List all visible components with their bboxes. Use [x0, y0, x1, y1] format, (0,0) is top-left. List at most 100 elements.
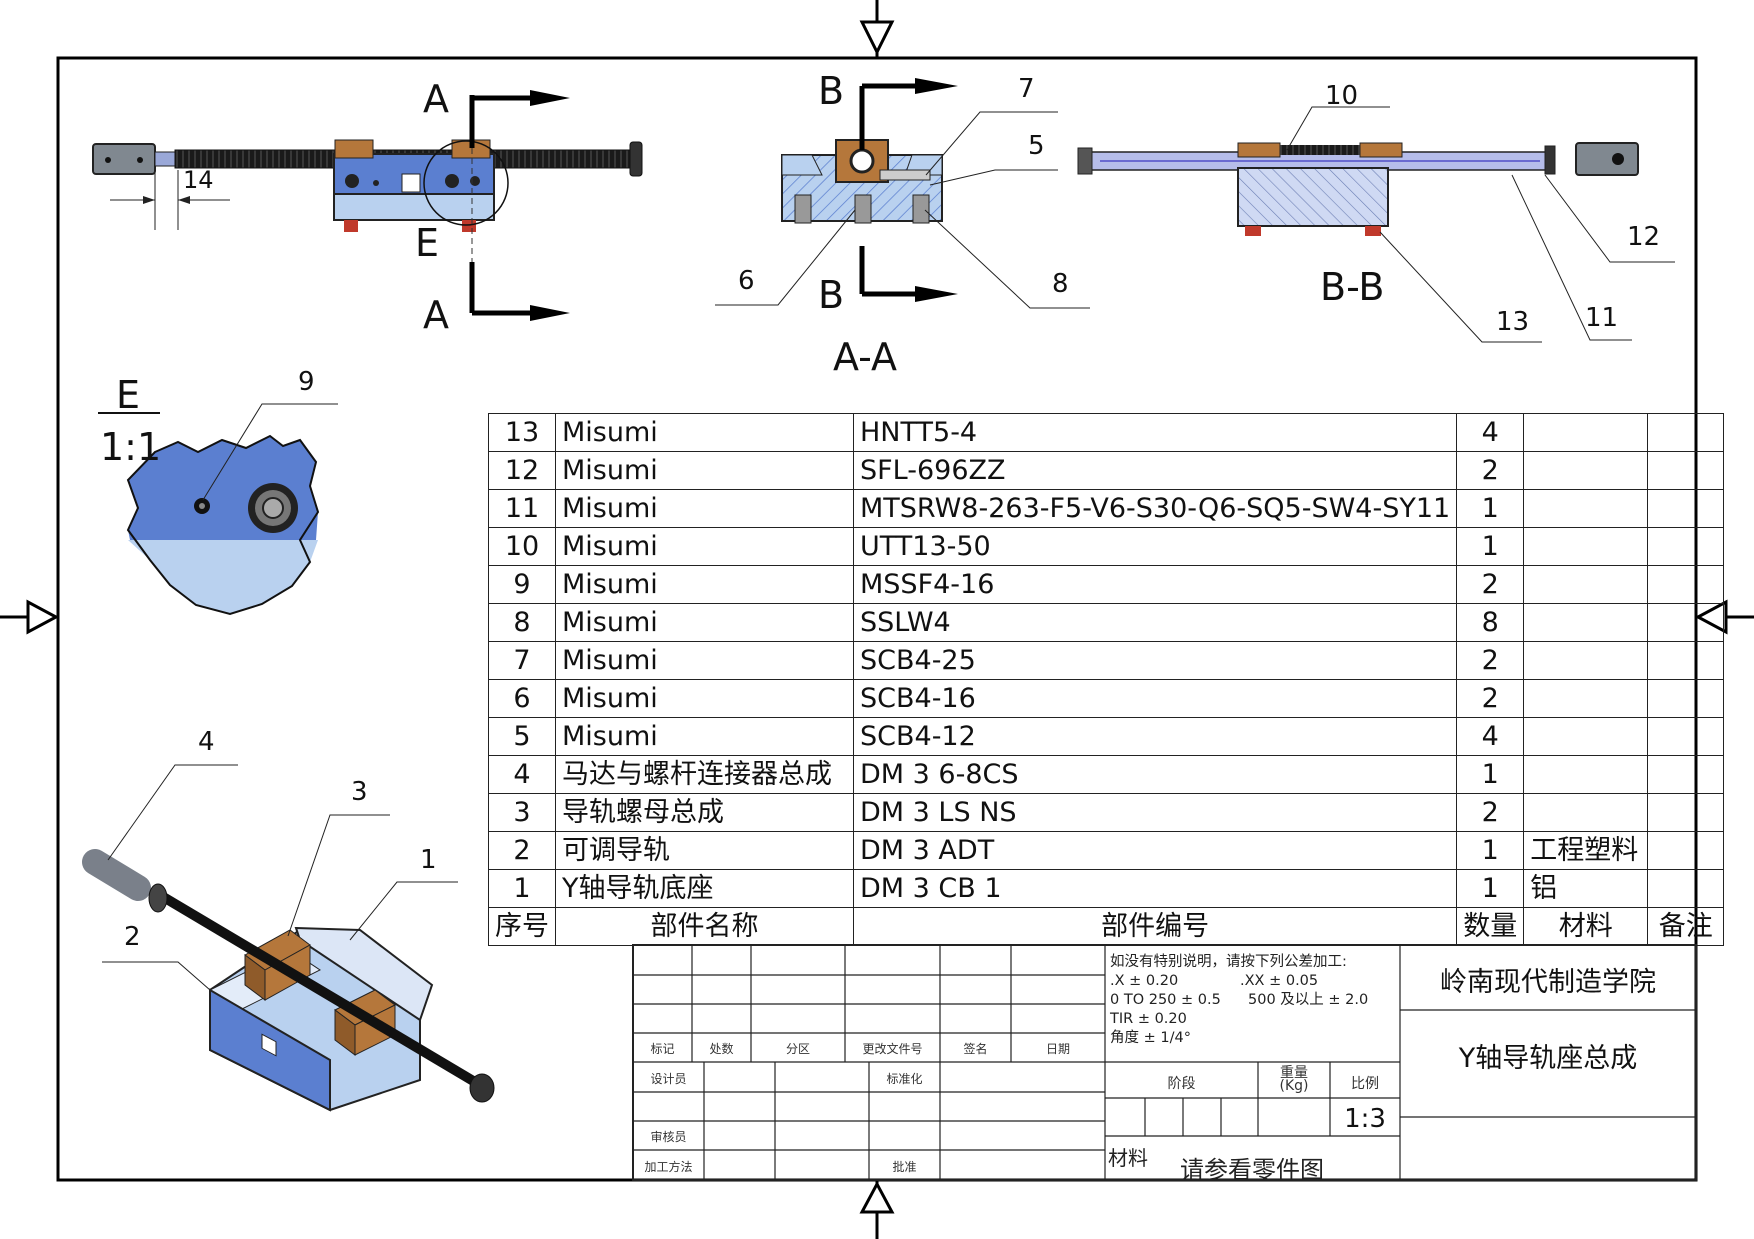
- tb-label-process: 加工方法: [644, 1160, 693, 1174]
- bom-cell-part: SCB4-25: [852, 641, 1458, 680]
- front-view: [92, 90, 643, 321]
- bom-cell-part: DM 3 CB 1: [852, 869, 1458, 908]
- bom-cell-material: 工程塑料: [1523, 831, 1649, 870]
- section-aa-view: [715, 78, 1090, 309]
- view-bb-title: B-B: [1320, 265, 1385, 309]
- bom-cell-name: Misumi: [555, 679, 854, 718]
- tb-label-mark: 标记: [650, 1042, 675, 1056]
- balloon-6: 6: [738, 266, 755, 296]
- bom-cell-name: Misumi: [555, 565, 854, 604]
- section-a-label-top: A: [423, 77, 449, 121]
- bom-cell-qty: 2: [1456, 451, 1525, 490]
- bom-cell-material: [1523, 793, 1649, 832]
- section-b-label-bottom: B: [818, 273, 844, 317]
- tb-label-weight-unit: (Kg): [1279, 1078, 1309, 1094]
- tolerance-x: .X ± 0.20: [1110, 973, 1179, 989]
- bom-cell-note: [1647, 831, 1725, 870]
- bom-header-part: 部件编号: [852, 907, 1458, 946]
- bom-cell-no: 5: [488, 717, 556, 756]
- bom-header-qty: 数量: [1456, 907, 1525, 946]
- view-aa-title: A-A: [833, 335, 897, 379]
- balloon-2: 2: [124, 922, 141, 952]
- center-mark-left: [0, 599, 60, 635]
- bom-cell-qty: 2: [1456, 679, 1525, 718]
- tolerance-xx: .XX ± 0.05: [1240, 973, 1319, 989]
- bom-cell-material: [1523, 603, 1649, 642]
- tolerance-intro: 如没有特别说明，请按下列公差加工:: [1110, 954, 1347, 970]
- bom-cell-part: MSSF4-16: [852, 565, 1458, 604]
- tolerance-tir: TIR ± 0.20: [1110, 1011, 1187, 1027]
- bom-header-row: 序号部件名称部件编号数量材料备注: [488, 907, 1725, 946]
- balloon-8: 8: [1052, 269, 1069, 299]
- bom-cell-part: SFL-696ZZ: [852, 451, 1458, 490]
- tb-company-name: 岭南现代制造学院: [1440, 967, 1656, 998]
- detail-title: E: [116, 373, 140, 417]
- bom-cell-no: 13: [488, 413, 556, 452]
- tb-scale-value: 1:3: [1344, 1104, 1386, 1134]
- bom-cell-qty: 2: [1456, 641, 1525, 680]
- bom-cell-note: [1647, 413, 1725, 452]
- bom-cell-qty: 2: [1456, 793, 1525, 832]
- bom-cell-material: [1523, 527, 1649, 566]
- tb-label-reviewer: 审核员: [650, 1130, 687, 1144]
- bom-cell-qty: 1: [1456, 831, 1525, 870]
- bom-cell-name: 马达与螺杆连接器总成: [555, 755, 854, 794]
- bom-cell-no: 4: [488, 755, 556, 794]
- bom-header-material: 材料: [1523, 907, 1649, 946]
- bom-cell-part: SSLW4: [852, 603, 1458, 642]
- balloon-12: 12: [1627, 222, 1660, 252]
- tb-label-zone: 分区: [785, 1042, 810, 1056]
- bom-cell-material: [1523, 641, 1649, 680]
- tb-label-scale: 比例: [1351, 1076, 1379, 1092]
- tb-label-count: 处数: [709, 1042, 734, 1056]
- tolerance-angle: 角度 ± 1/4°: [1110, 1030, 1191, 1046]
- bom-cell-part: DM 3 6-8CS: [852, 755, 1458, 794]
- bom-cell-note: [1647, 717, 1725, 756]
- bom-cell-part: HNTT5-4: [852, 413, 1458, 452]
- bom-cell-note: [1647, 565, 1725, 604]
- bom-cell-no: 7: [488, 641, 556, 680]
- bom-cell-note: [1647, 641, 1725, 680]
- bom-cell-note: [1647, 755, 1725, 794]
- bom-cell-qty: 1: [1456, 527, 1525, 566]
- bom-cell-name: Misumi: [555, 717, 854, 756]
- bom-cell-material: [1523, 565, 1649, 604]
- tb-label-stage: 阶段: [1167, 1076, 1196, 1092]
- balloon-5: 5: [1028, 131, 1045, 161]
- bom-cell-note: [1647, 603, 1725, 642]
- bom-cell-qty: 2: [1456, 565, 1525, 604]
- tb-label-change-no: 更改文件号: [862, 1042, 923, 1056]
- center-mark-bottom: [859, 1180, 895, 1239]
- bom-cell-no: 6: [488, 679, 556, 718]
- detail-e-callout: E: [415, 221, 439, 265]
- bom-cell-name: 导轨螺母总成: [555, 793, 854, 832]
- balloon-10: 10: [1325, 81, 1358, 111]
- bom-cell-material: [1523, 451, 1649, 490]
- dimension-14: 14: [183, 166, 214, 194]
- bom-cell-name: Misumi: [555, 451, 854, 490]
- balloon-1: 1: [420, 845, 437, 875]
- bom-cell-note: [1647, 489, 1725, 528]
- title-block-grid: [632, 944, 1697, 1181]
- bom-cell-part: SCB4-16: [852, 679, 1458, 718]
- bom-cell-material: [1523, 755, 1649, 794]
- bom-cell-part: DM 3 ADT: [852, 831, 1458, 870]
- bom-cell-no: 9: [488, 565, 556, 604]
- bom-cell-name: Misumi: [555, 527, 854, 566]
- center-mark-top: [859, 0, 895, 58]
- bom-cell-no: 1: [488, 869, 556, 908]
- section-b-label-top: B: [818, 69, 844, 113]
- bom-cell-no: 8: [488, 603, 556, 642]
- bom-cell-material: 铝: [1523, 869, 1649, 908]
- tb-label-material: 材料: [1108, 1146, 1148, 1170]
- bom-cell-material: [1523, 413, 1649, 452]
